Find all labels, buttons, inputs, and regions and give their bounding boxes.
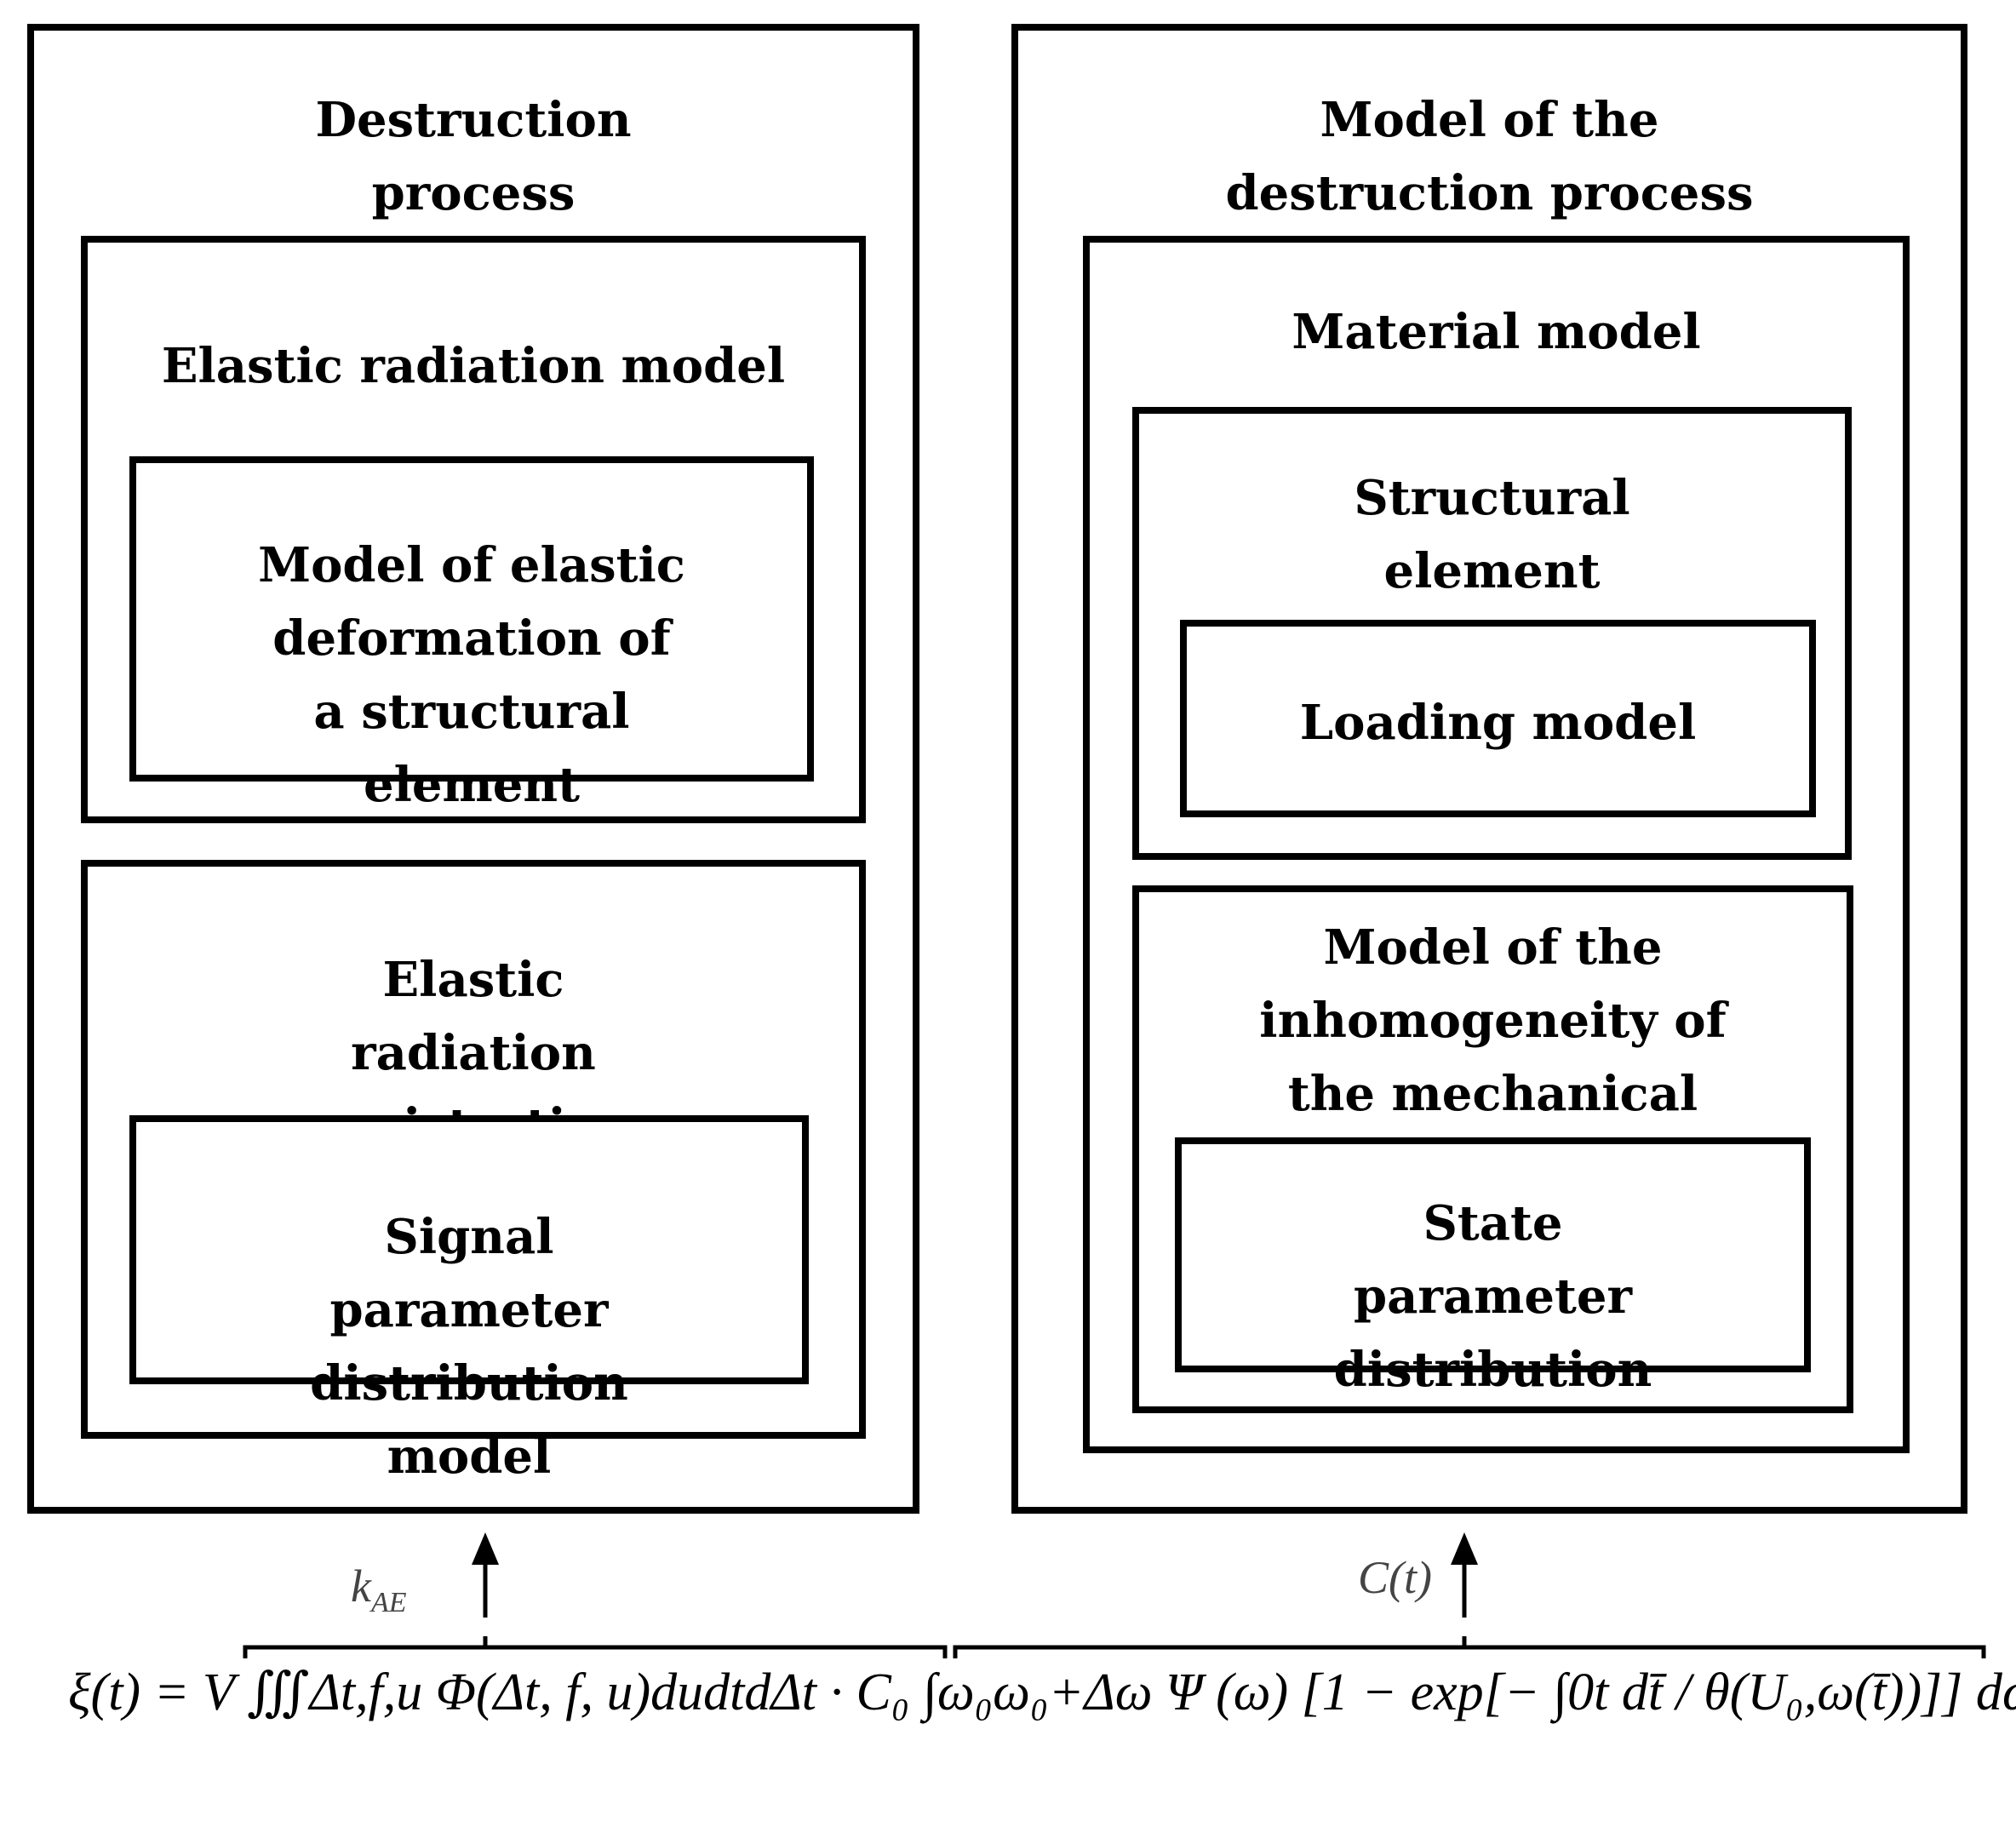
state-distribution-label: State parameter distribution — [1333, 1195, 1652, 1398]
loading-model-box: Loading model — [1180, 620, 1816, 817]
elastic-radiation-model-title: Elastic radiation model — [161, 338, 786, 394]
elastic-deformation-model-box: Model of elastic deformation of a struct… — [129, 456, 814, 813]
signal-distribution-model-label: Signal parameter distribution model — [310, 1209, 628, 1485]
state-distribution-box: State parameter distribution — [1175, 1137, 1811, 1398]
k-ae-label: kAE — [351, 1560, 407, 1619]
elastic-deformation-model-label: Model of elastic deformation of a struct… — [258, 537, 685, 813]
k-ae-symbol: k — [351, 1560, 371, 1612]
left-arrowhead — [472, 1532, 499, 1565]
right-arrowhead — [1451, 1532, 1478, 1565]
c-t-label: C(t) — [1358, 1552, 1432, 1603]
loading-model-label: Loading model — [1299, 695, 1697, 751]
governing-equation: ξ(t) = V ∭Δt,f,u Φ(Δt, f, u)dudtdΔt · C₀… — [68, 1664, 2016, 1721]
k-ae-subscript: AE — [370, 1586, 407, 1618]
inhomogeneity-model-title: Model of the inhomogeneity of the mechan… — [1259, 919, 1727, 1195]
signal-distribution-model-box: Signal parameter distribution model — [129, 1115, 809, 1485]
right-brace — [953, 1636, 1986, 1658]
material-model-title: Material model — [1292, 304, 1701, 360]
left-brace — [243, 1636, 948, 1658]
destruction-process-title: Model of the destruction process — [1225, 92, 1754, 221]
